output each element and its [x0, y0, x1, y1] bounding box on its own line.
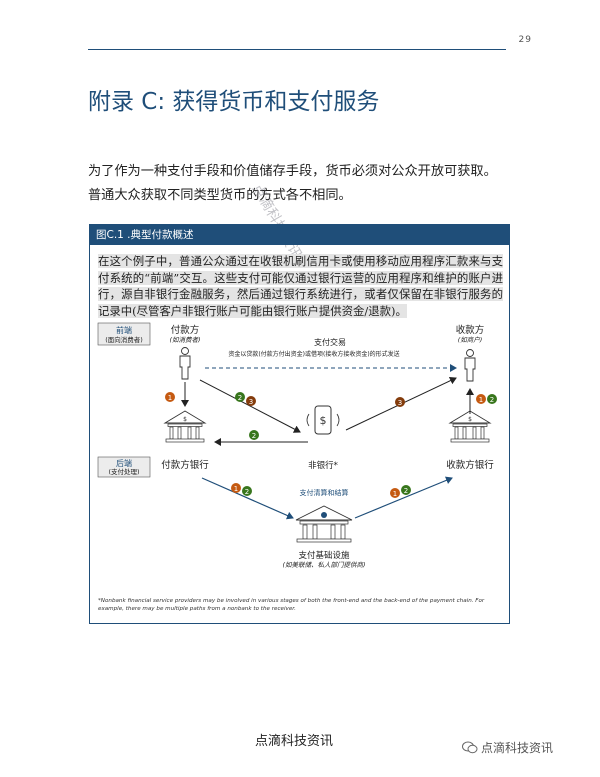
figure-c1: 图C.1 .典型付款概述 在这个例子中，普通公众通过在收银机刷信用卡或使用移动应… [89, 224, 510, 624]
badge-number: 3 [398, 399, 402, 407]
person-icon [179, 347, 191, 380]
payee-bank-label: 收款方银行 [446, 459, 494, 471]
badge-number: 1 [479, 396, 483, 404]
infra-label: 支付基础设施 [298, 550, 350, 561]
step-badge: 2 [249, 430, 259, 440]
figure-footnote: *Nonbank financial service providers may… [98, 598, 485, 612]
step-badge: 3 [395, 397, 405, 407]
step-badge: 1 [476, 394, 486, 404]
step-badge: 2 [401, 485, 411, 495]
wechat-name: 点滴科技资讯 [481, 741, 554, 755]
step-badge: 1 [231, 483, 241, 493]
footer-brand: 点滴科技资讯 [255, 734, 334, 749]
payment-diagram: 前端 (面向消费者) 后端 (支付处理) 付款方 (如消费者) 收款方 (如商户… [97, 322, 497, 569]
badge-number: 1 [168, 394, 172, 402]
nonbank-label: 非银行* [308, 460, 338, 471]
svg-text:$: $ [183, 416, 187, 423]
badge-number: 2 [252, 432, 256, 440]
payerbank-to-infra-arrow [201, 477, 294, 520]
infrastructure-icon [295, 505, 353, 543]
back-end-label: 后端 [116, 458, 132, 468]
front-end-label: 前端 [116, 325, 132, 335]
payer-bank-label: 付款方银行 [161, 459, 209, 471]
wechat-credit: 点滴科技资讯 [462, 739, 553, 756]
badge-number: 2 [404, 487, 408, 495]
front-end-sub: (面向消费者) [105, 335, 143, 344]
transaction-label: 支付交易 [314, 337, 346, 347]
payee-sub: (如商户) [458, 336, 483, 344]
step-badge: 2 [242, 486, 252, 496]
payee-label: 收款方 [456, 324, 485, 336]
badge-number: 2 [245, 488, 249, 496]
phone-icon: $ [306, 405, 340, 435]
person-icon [464, 349, 476, 382]
bank-icon: $ [163, 410, 207, 443]
infra-to-payeebank-arrow [354, 476, 453, 519]
back-end-tag: 后端 (支付处理) [97, 456, 151, 478]
payer-to-nonbank-arrow [199, 379, 301, 433]
intro-paragraph: 为了作为一种支付手段和价值储存手段，货币必须对公众开放可获取。普通大众获取不同类… [88, 164, 497, 203]
header-rule [88, 49, 506, 50]
transaction-desc: 资金以贷款(付款方付出资金)或借项(接收方接收资金)的形式发送 [228, 350, 399, 358]
page-number: 29 [518, 35, 532, 45]
badge-number: 3 [249, 398, 253, 406]
infra-sub-text: (如美联储、私人部门提供商) [282, 561, 365, 569]
payer-sub: (如消费者) [169, 336, 200, 344]
step-badge: 2 [487, 394, 497, 404]
payer-label: 付款方 [171, 324, 200, 336]
page-title: 附录 C: 获得货币和支付服务 [88, 89, 380, 115]
step-badge: 3 [246, 396, 256, 406]
infra-sub: (如美联储、私人部门提供商) [282, 561, 365, 569]
badge-number: 1 [393, 490, 397, 498]
clearing-label: 支付清算和结算 [300, 488, 349, 497]
svg-text:$: $ [320, 414, 327, 427]
svg-text:$: $ [468, 416, 472, 423]
figure-description: 在这个例子中，普通公众通过在收银机刷信用卡或使用移动应用程序汇款来与支付系统的“… [98, 253, 503, 319]
figure-heading: 图C.1 .典型付款概述 [90, 225, 509, 245]
back-end-sub: (支付处理) [108, 467, 139, 476]
wechat-icon [462, 741, 478, 754]
bank-icon: $ [448, 410, 492, 443]
step-badge: 2 [235, 392, 245, 402]
badge-number: 1 [234, 485, 238, 493]
badge-number: 2 [490, 396, 494, 404]
front-end-tag: 前端 (面向消费者) [97, 322, 151, 346]
badge-number: 2 [238, 394, 242, 402]
step-badge: 1 [165, 392, 175, 402]
step-badge: 1 [390, 488, 400, 498]
